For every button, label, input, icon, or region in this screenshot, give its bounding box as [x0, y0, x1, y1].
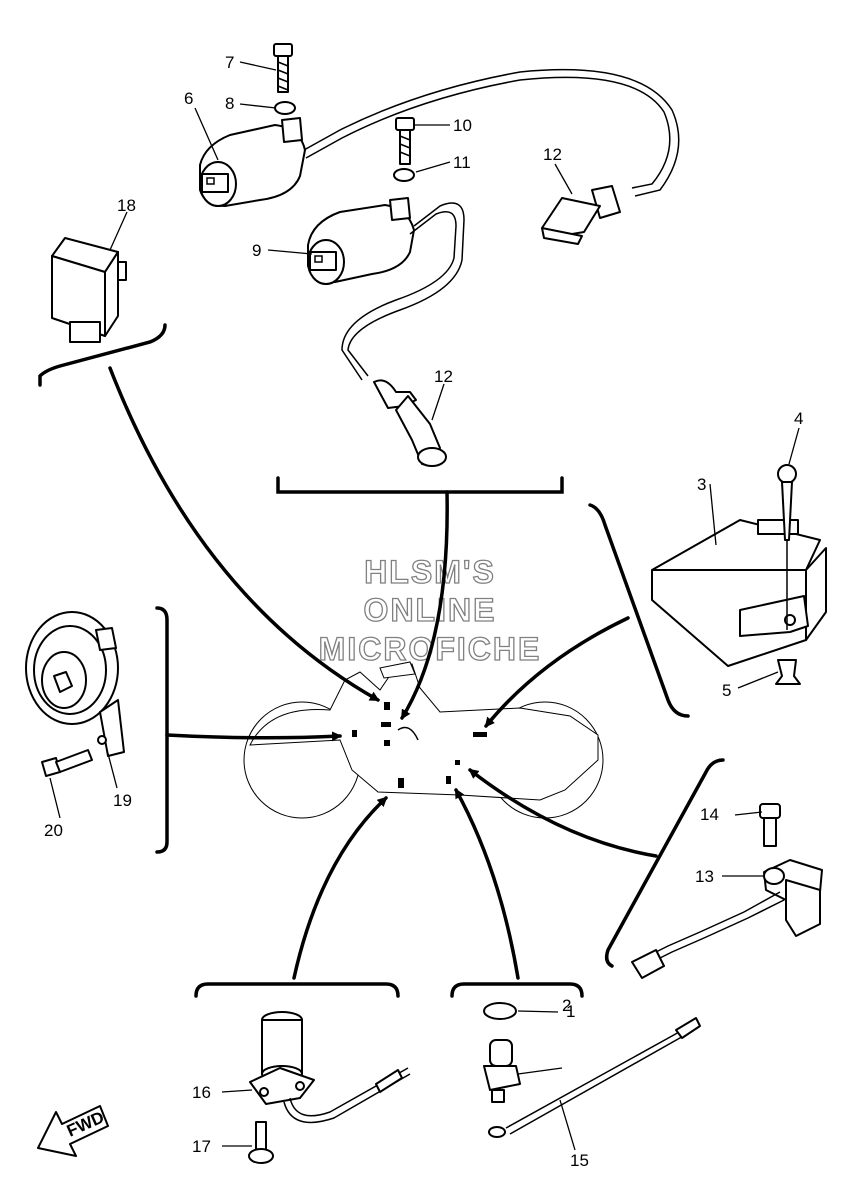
- forward-direction-icon: FWD: [37, 1105, 109, 1157]
- bracket-sensor-group: [604, 758, 725, 968]
- ignition-coil-part-6: [199, 68, 680, 207]
- control-unit-part-18: [51, 237, 127, 343]
- callout-3: 3: [697, 475, 706, 494]
- callout-8: 8: [225, 94, 234, 113]
- callout-17: 17: [192, 1137, 211, 1156]
- motorcycle-outline: [243, 661, 604, 819]
- callout-7: 7: [225, 53, 234, 72]
- bracket-ecu-group: [38, 323, 167, 387]
- location-arrows: [108, 366, 658, 980]
- bracket-coil-group: [276, 476, 564, 494]
- screw-part-4: [777, 464, 797, 630]
- ignition-coil-part-9: [307, 197, 465, 381]
- washer-part-8: [274, 101, 296, 115]
- callout-18: 18: [117, 196, 136, 215]
- callout-11: 11: [453, 153, 471, 172]
- callout-5: 5: [722, 681, 731, 700]
- callout-20: 20: [44, 821, 63, 840]
- lead-wire-part-15: [488, 1017, 701, 1138]
- callout-2: 2: [562, 996, 571, 1015]
- callout-10: 10: [453, 116, 472, 135]
- neutral-switch-part-16: [249, 1011, 411, 1124]
- sensor-part-13: [631, 859, 823, 979]
- washer-part-11: [393, 168, 415, 182]
- watermark-line-1: HLSM'S: [364, 554, 496, 590]
- bolt-part-20: [41, 749, 93, 777]
- callout-12-lower: 12: [434, 367, 453, 386]
- callout-9: 9: [252, 241, 261, 260]
- callout-19: 19: [113, 791, 132, 810]
- bolt-part-17: [248, 1121, 274, 1164]
- callout-12-upper: 12: [543, 145, 562, 164]
- switch-part-1: [483, 1039, 521, 1103]
- callout-6: 6: [184, 89, 193, 108]
- callout-13: 13: [695, 867, 714, 886]
- plug-cap-part-12-upper: [541, 185, 621, 245]
- callout-leaders: [49, 61, 800, 1151]
- bolt-part-10: [395, 117, 415, 165]
- callout-1: 1: [566, 1002, 575, 1021]
- bracket-regulator-group: [588, 503, 690, 718]
- callout-14: 14: [700, 805, 719, 824]
- callout-4: 4: [794, 409, 803, 428]
- regulator-part-3: [651, 519, 827, 667]
- gasket-part-2: [483, 1002, 517, 1020]
- bracket-neutral-switch-group: [194, 982, 400, 998]
- bolt-part-14: [759, 803, 781, 847]
- callout-labels: 1 2 3 4 5 6 7 8 9 10 11 12 12 13 14 15 1…: [44, 53, 803, 1170]
- callout-15: 15: [570, 1151, 589, 1170]
- watermark-line-2: ONLINE: [364, 592, 497, 628]
- horn-part-19: [25, 611, 125, 757]
- grommet-part-5: [775, 659, 801, 685]
- bracket-thermo-group: [450, 982, 584, 998]
- plug-cap-part-12-lower: [373, 379, 447, 467]
- callout-16: 16: [192, 1083, 211, 1102]
- bolt-part-7: [273, 43, 293, 93]
- bracket-horn-group: [155, 606, 169, 854]
